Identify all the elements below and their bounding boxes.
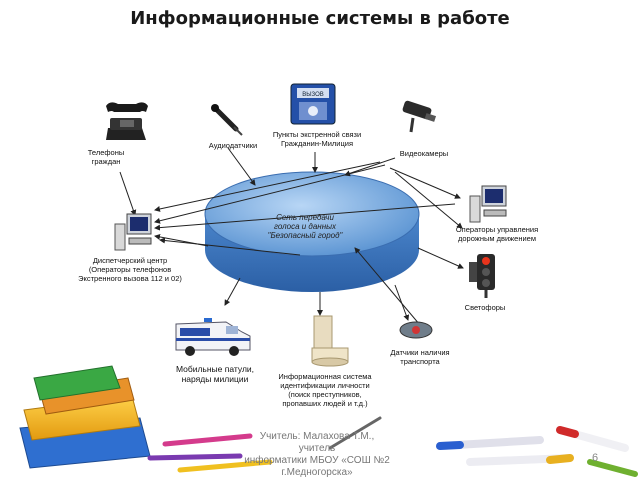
intercom-panel-icon: ВЫЗОВ — [290, 83, 336, 125]
computer-icon — [469, 185, 507, 223]
computer-icon — [114, 213, 152, 251]
transport-sensors-label: Датчики наличия транспорта — [390, 348, 450, 366]
cctv-camera-icon — [402, 100, 437, 133]
server-icon — [311, 315, 349, 367]
network-disk — [204, 171, 420, 292]
connection-arrows — [119, 147, 464, 326]
identification-system-label: Информационная система идентификации лич… — [278, 372, 372, 408]
books-icon — [19, 365, 151, 469]
mobile-patrols-label: Мобильные патули, наряды милиции — [175, 364, 255, 384]
pencils-icon — [147, 416, 638, 477]
sensor-icon — [399, 321, 433, 339]
author-note: Учитель: Малахова Т.М., учитель информат… — [244, 431, 390, 478]
microphone-icon — [211, 104, 243, 136]
panel-caption: ВЫЗОВ — [302, 92, 324, 98]
police-van-icon — [175, 318, 251, 356]
traffic-light-icon — [469, 254, 495, 298]
traffic-lights-label: Светофоры — [464, 303, 506, 312]
dispatch-center-label: Диспетчерский центр (Операторы телефонов… — [78, 256, 182, 283]
audio-sensors-label: Аудиодатчики — [208, 141, 258, 150]
telephone-icon — [106, 102, 148, 140]
traffic-operators-label: Операторы управления дорожным движением — [455, 225, 539, 243]
video-cameras-label: Видеокамеры — [399, 149, 449, 158]
slide-title: Информационные системы в работе — [130, 8, 510, 29]
citizen-phones-label: Телефоны граждан — [87, 148, 125, 166]
network-label: Сеть передачи голоса и данных "Безопасны… — [267, 213, 343, 240]
emergency-points-label: Пункты экстренной связи Гражданин-Милици… — [272, 130, 362, 148]
slide-number: 6 — [592, 452, 599, 464]
